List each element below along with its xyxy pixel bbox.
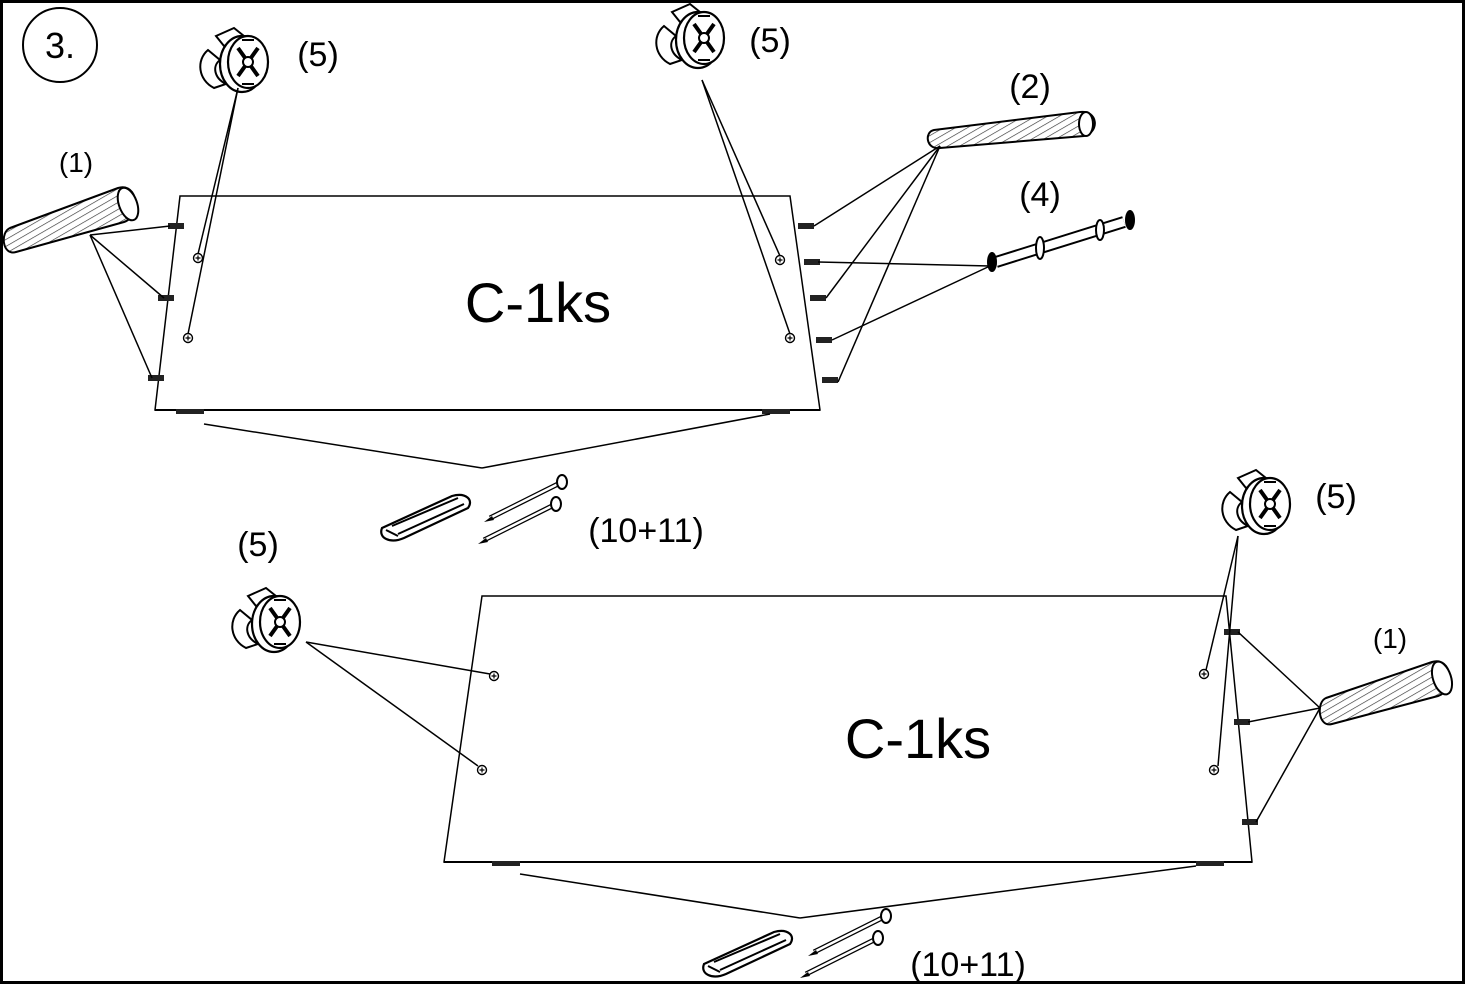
leader-lines	[89, 225, 171, 379]
leader-lines	[817, 261, 991, 341]
dowel-large-icon	[2, 186, 140, 254]
dowel-large-icon	[1318, 660, 1454, 726]
screw-hole	[1198, 668, 1210, 680]
leader-lines	[1205, 535, 1239, 767]
leader-lines	[1237, 631, 1321, 823]
dowel-pin	[798, 223, 814, 229]
screw-hole	[1208, 764, 1220, 776]
connector-bolt-icon	[987, 210, 1135, 272]
step-badge: 3.	[22, 7, 98, 83]
callout-cam-lock: (5)	[237, 526, 279, 564]
callout-cam-lock: (5)	[1315, 478, 1357, 516]
bottom-panel: C-1ks	[443, 595, 1258, 866]
cam-lock-icon	[1220, 468, 1292, 536]
leader-lines	[701, 79, 791, 335]
leader-lines	[519, 865, 1197, 919]
callout-dowel-large: (1)	[1373, 623, 1407, 654]
dowel-pin	[1234, 719, 1250, 725]
callout-dowel-large: (1)	[59, 147, 93, 178]
cam-lock-icon	[230, 586, 302, 654]
step-number: 3.	[45, 25, 75, 66]
screw-hole	[784, 332, 796, 344]
callout-glider-nails: (10+11)	[588, 512, 704, 550]
cam-lock-icon	[198, 26, 270, 94]
leader-lines	[203, 413, 771, 469]
screw-hole	[192, 252, 204, 264]
callout-connector-bolt: (4)	[1019, 176, 1061, 214]
dowel-pin	[804, 259, 820, 265]
leader-lines	[187, 87, 239, 335]
glider-icon	[380, 493, 472, 542]
screw-hole	[476, 764, 488, 776]
panel-label: C-1ks	[465, 271, 611, 334]
dowel-pin	[816, 337, 832, 343]
dowel-pin	[1224, 629, 1240, 635]
screw-hole	[488, 670, 500, 682]
cam-lock-icon	[654, 2, 726, 70]
callout-cam-lock: (5)	[297, 36, 339, 74]
callout-glider-nails: (10+11)	[910, 946, 1026, 984]
dowel-small-icon	[926, 110, 1096, 150]
screw-hole	[774, 254, 786, 266]
panel-label: C-1ks	[845, 707, 991, 770]
dowel-pin	[810, 295, 826, 301]
callout-dowel-small: (2)	[1009, 68, 1051, 106]
dowel-pin	[1242, 819, 1258, 825]
dowel-pin	[168, 223, 184, 229]
dowel-pin	[822, 377, 838, 383]
leader-lines	[305, 641, 491, 767]
glider-icon	[702, 929, 794, 978]
screw-hole	[182, 332, 194, 344]
callout-cam-lock: (5)	[749, 22, 791, 60]
top-panel: C-1ks	[148, 195, 838, 414]
